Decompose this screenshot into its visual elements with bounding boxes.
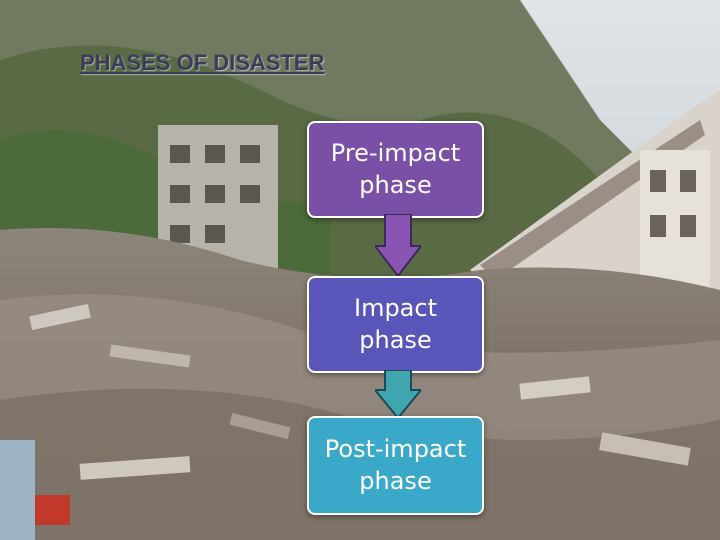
down-arrow-icon bbox=[375, 214, 421, 278]
phase-box-pre-impact: Pre-impact phase bbox=[307, 121, 484, 218]
phase-label: Impact phase bbox=[353, 294, 437, 354]
phase-box-impact: Impact phase bbox=[307, 276, 484, 373]
phase-label: Pre-impact phase bbox=[330, 139, 461, 199]
slide-title: PHASES OF DISASTER bbox=[80, 50, 325, 75]
phase-box-post-impact: Post-impact phase bbox=[307, 416, 484, 515]
down-arrow-icon bbox=[375, 370, 421, 420]
phase-label: Post-impact phase bbox=[324, 435, 467, 495]
